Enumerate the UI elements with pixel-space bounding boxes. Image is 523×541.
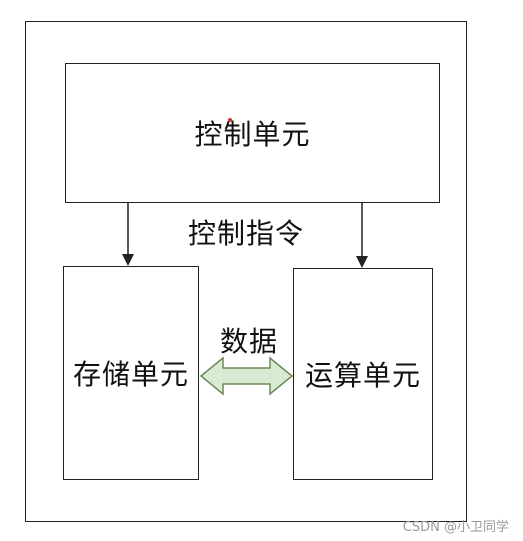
arrowhead-alu (356, 256, 368, 268)
control-signal-label: 控制指令 (188, 217, 305, 250)
watermark: CSDN @小卫同学 (402, 520, 509, 535)
control-unit-box: 控制单元 (65, 63, 440, 203)
alu-unit-label: 运算单元 (304, 359, 421, 392)
storage-unit-label: 存储单元 (72, 358, 189, 391)
data-double-arrow (199, 356, 294, 396)
red-marker-dot (228, 118, 232, 122)
data-label: 数据 (220, 325, 279, 358)
storage-unit-box: 存储单元 (63, 266, 199, 480)
arrowhead-storage (122, 254, 134, 266)
outer-frame (25, 21, 467, 522)
alu-unit-box: 运算单元 (293, 268, 433, 480)
control-unit-label: 控制单元 (194, 118, 311, 151)
